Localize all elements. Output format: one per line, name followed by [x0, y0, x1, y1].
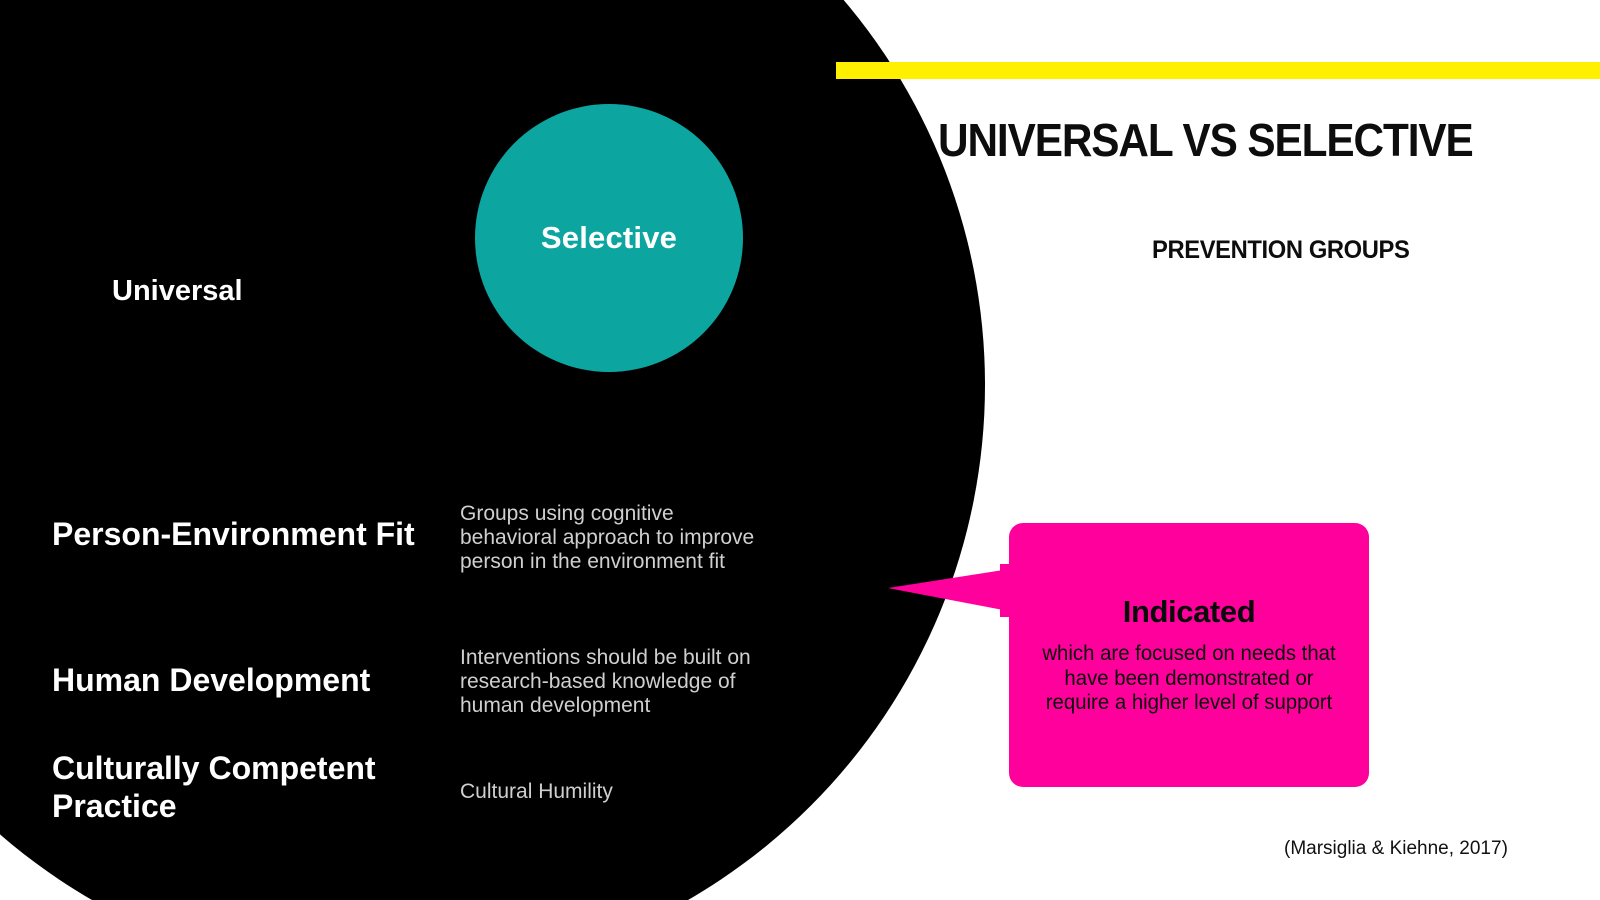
citation-text: (Marsiglia & Kiehne, 2017) [1284, 838, 1508, 859]
row-label-human-development: Human Development [52, 662, 371, 698]
indicated-callout-body: which are focused on needs that have bee… [1042, 641, 1336, 715]
row-label-universal: Universal [112, 275, 243, 307]
page-title: UNIVERSAL VS SELECTIVE [938, 114, 1474, 166]
yellow-accent-bar [836, 62, 1600, 79]
row-label-culturally-competent-practice: Culturally Competent Practice [52, 750, 376, 824]
indicated-callout-title: Indicated [1122, 593, 1256, 629]
row-description-cultural-humility: Cultural Humility [460, 780, 613, 803]
page-subtitle: PREVENTION GROUPS [1152, 236, 1410, 264]
row-label-person-environment-fit: Person-Environment Fit [52, 516, 415, 552]
row-description-human-development: Interventions should be built on researc… [460, 646, 751, 718]
selective-circle-label: Selective [540, 220, 678, 255]
selective-circle: Selective [475, 104, 743, 372]
black-circle-background [0, 0, 985, 900]
row-description-person-environment-fit: Groups using cognitive behavioral approa… [460, 502, 755, 574]
indicated-callout-box: Indicated which are focused on needs tha… [1009, 523, 1369, 787]
